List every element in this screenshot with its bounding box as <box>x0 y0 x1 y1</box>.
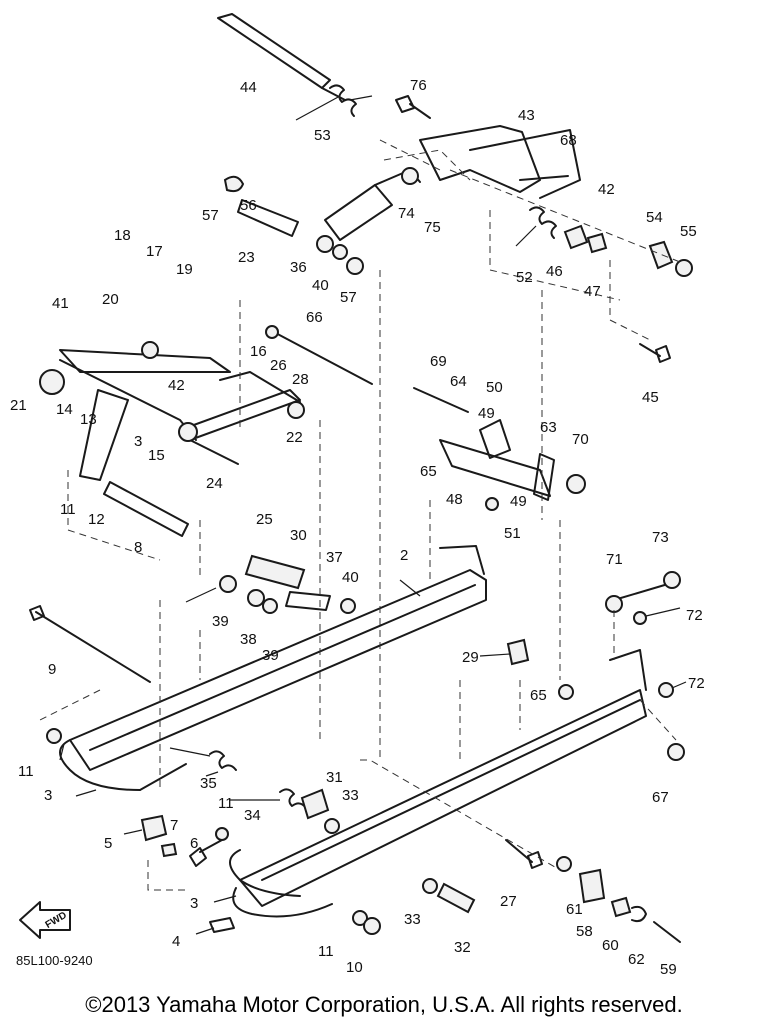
part-label: 37 <box>326 549 343 566</box>
part-label: 26 <box>270 357 287 374</box>
part-label: 54 <box>646 209 663 226</box>
part-label: 11 <box>218 795 234 812</box>
part-label: 49 <box>478 405 495 422</box>
part-label: 50 <box>486 379 503 396</box>
part-label: 49 <box>510 493 527 510</box>
part-label: 14 <box>56 401 73 418</box>
part-label: 64 <box>450 373 467 390</box>
part-label: 65 <box>530 687 547 704</box>
part-label: 33 <box>404 911 421 928</box>
part-label: 45 <box>642 389 659 406</box>
part-label: 22 <box>286 429 303 446</box>
part-label: 60 <box>602 937 619 954</box>
part-label: 12 <box>88 511 105 528</box>
part-label: 11 <box>60 501 76 518</box>
part-label: 63 <box>540 419 557 436</box>
part-label: 13 <box>80 411 97 428</box>
part-label: 9 <box>48 661 56 678</box>
part-label: 11 <box>318 943 334 960</box>
part-label: 70 <box>572 431 589 448</box>
part-label: 6 <box>190 835 198 852</box>
part-label: 58 <box>576 923 593 940</box>
part-label: 3 <box>134 433 142 450</box>
part-label: 39 <box>262 647 279 664</box>
exploded-parts-diagram: FWD 44 53 76 43 68 42 57 56 74 75 36 40 … <box>10 13 705 978</box>
part-label: 40 <box>312 277 329 294</box>
part-label: 76 <box>410 77 427 94</box>
part-label: 39 <box>212 613 229 630</box>
part-label: 69 <box>430 353 447 370</box>
part-label: 46 <box>546 263 563 280</box>
part-label: 4 <box>172 933 180 950</box>
part-label: 48 <box>446 491 463 508</box>
part-label: 40 <box>342 569 359 586</box>
part-label: 31 <box>326 769 343 786</box>
part-label: 59 <box>660 961 677 978</box>
part-label: 66 <box>306 309 323 326</box>
part-label: 3 <box>190 895 198 912</box>
part-label: 42 <box>598 181 615 198</box>
part-label: 41 <box>52 295 69 312</box>
part-label: 72 <box>688 675 705 692</box>
part-label: 23 <box>238 249 255 266</box>
part-label: 56 <box>240 197 257 214</box>
part-label: 73 <box>652 529 669 546</box>
part-label: 20 <box>102 291 119 308</box>
fwd-icon-text: FWD <box>44 910 69 931</box>
part-label: 7 <box>170 817 178 834</box>
part-label: 42 <box>168 377 185 394</box>
part-label: 5 <box>104 835 112 852</box>
part-label: 17 <box>146 243 163 260</box>
part-label: 35 <box>200 775 217 792</box>
part-label: 11 <box>18 763 34 780</box>
part-label: 61 <box>566 901 583 918</box>
part-label: 32 <box>454 939 471 956</box>
part-label: 57 <box>340 289 357 306</box>
part-label: 19 <box>176 261 193 278</box>
assembly-drawing <box>29 13 693 943</box>
part-label: 57 <box>202 207 219 224</box>
part-label: 43 <box>518 107 535 124</box>
part-label: 51 <box>504 525 521 542</box>
part-label: 10 <box>346 959 363 976</box>
part-label: 29 <box>462 649 479 666</box>
part-label: 18 <box>114 227 131 244</box>
part-label: 68 <box>560 132 577 149</box>
part-label: 33 <box>342 787 359 804</box>
fwd-arrow-icon: FWD <box>19 901 71 939</box>
part-labels: 44 53 76 43 68 42 57 56 74 75 36 40 57 5… <box>10 77 705 978</box>
part-label: 74 <box>398 205 415 222</box>
part-label: 24 <box>206 475 223 492</box>
part-label: 38 <box>240 631 257 648</box>
part-label: 28 <box>292 371 309 388</box>
part-label: 8 <box>134 539 142 556</box>
part-label: 30 <box>290 527 307 544</box>
copyright-notice: ©2013 Yamaha Motor Corporation, U.S.A. A… <box>85 992 683 1017</box>
part-label: 25 <box>256 511 273 528</box>
part-label: 53 <box>314 127 331 144</box>
part-label: 44 <box>240 79 257 96</box>
part-label: 15 <box>148 447 165 464</box>
part-label: 75 <box>424 219 441 236</box>
diagram-code: 85L100-9240 <box>16 953 93 968</box>
part-label: 47 <box>584 283 601 300</box>
part-label: 72 <box>686 607 703 624</box>
part-label: 27 <box>500 893 517 910</box>
part-label: 52 <box>516 269 533 286</box>
part-label: 55 <box>680 223 697 240</box>
part-label: 16 <box>250 343 267 360</box>
part-label: 34 <box>244 807 261 824</box>
part-label: 62 <box>628 951 645 968</box>
part-label: 21 <box>10 397 27 414</box>
part-label: 71 <box>606 551 623 568</box>
part-label: 2 <box>400 547 408 564</box>
part-label: 36 <box>290 259 307 276</box>
part-label: 3 <box>44 787 52 804</box>
part-label: 65 <box>420 463 437 480</box>
part-label: 67 <box>652 789 669 806</box>
